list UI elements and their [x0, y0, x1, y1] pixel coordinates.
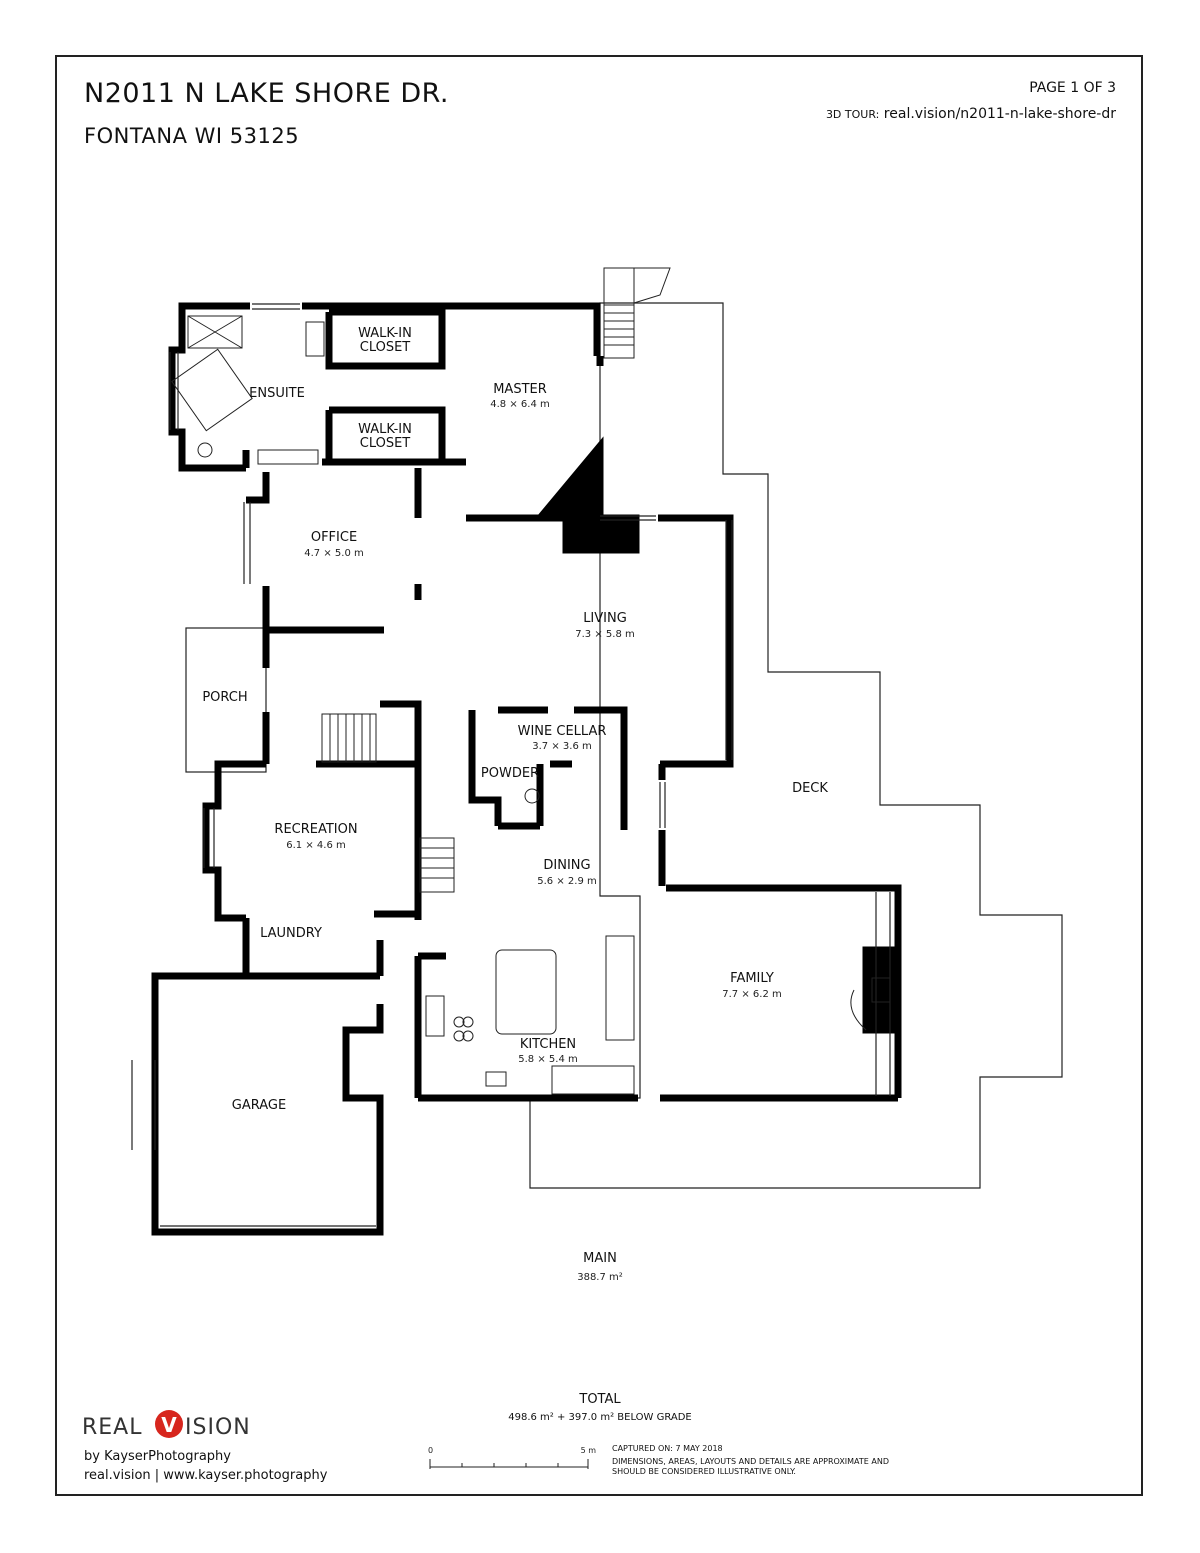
address-line-1: N2011 N LAKE SHORE DR. — [84, 78, 450, 109]
room-label-ensuite: ENSUITE — [249, 386, 305, 401]
scale-bar: 0 5 m — [428, 1446, 597, 1469]
tour-link[interactable]: 3D TOUR: real.vision/n2011-n-lake-shore-… — [826, 106, 1116, 122]
room-label-office: OFFICE — [311, 530, 357, 545]
page-number: PAGE 1 OF 3 — [1029, 80, 1116, 96]
logo-mark-circle — [155, 1410, 183, 1438]
walls — [151, 302, 902, 1236]
room-label-porch: PORCH — [202, 690, 247, 705]
tour-label: 3D TOUR: — [825, 108, 880, 121]
room-label-master: MASTER — [493, 382, 547, 397]
total-label: TOTAL — [579, 1392, 621, 1407]
realvision-logo: REAL V ISION — [82, 1410, 251, 1440]
room-dims-recreation: 6.1 × 4.6 m — [286, 840, 345, 851]
porch-outline — [185, 627, 267, 773]
room-label-recreation: RECREATION — [274, 822, 357, 837]
room-label-dining: DINING — [543, 858, 590, 873]
room-label-powder: POWDER — [481, 766, 539, 781]
room-label-kitchen: KITCHEN — [520, 1037, 576, 1052]
room-label-laundry: LAUNDRY — [260, 926, 322, 941]
disclaimer: DIMENSIONS, AREAS, LAYOUTS AND DETAILS A… — [612, 1457, 890, 1476]
room-label-family: FAMILY — [730, 971, 774, 986]
room-dims-family: 7.7 × 6.2 m — [722, 989, 781, 1000]
floor-name: MAIN — [583, 1251, 617, 1266]
scale-end: 5 m — [581, 1446, 597, 1455]
room-label-living: LIVING — [583, 611, 627, 626]
captured-date: CAPTURED ON: 7 MAY 2018 — [612, 1444, 723, 1453]
floor-area: 388.7 m² — [577, 1272, 623, 1283]
room-label-wine-cellar: WINE CELLAR — [518, 724, 607, 739]
credit-photographer: by KayserPhotography — [84, 1449, 231, 1464]
logo-mark: V — [161, 1413, 177, 1437]
room-dims-master: 4.8 × 6.4 m — [490, 399, 549, 410]
room-dims-wine-cellar: 3.7 × 3.6 m — [532, 741, 591, 752]
logo-text-right: ISION — [185, 1415, 251, 1440]
fixtures — [171, 315, 891, 1095]
room-label-garage: GARAGE — [232, 1098, 286, 1113]
room-dims-dining: 5.6 × 2.9 m — [537, 876, 596, 887]
logo-text-left: REAL — [82, 1415, 143, 1440]
room-dims-living: 7.3 × 5.8 m — [575, 629, 634, 640]
interior-stairs — [321, 713, 455, 893]
deck-outline — [529, 302, 1063, 1189]
scale-start: 0 — [428, 1446, 433, 1455]
page-border — [55, 55, 1143, 1496]
room-dims-kitchen: 5.8 × 5.4 m — [518, 1054, 577, 1065]
room-label-deck: DECK — [792, 781, 828, 796]
tour-url[interactable]: real.vision/n2011-n-lake-shore-dr — [883, 106, 1116, 122]
room-dims-office: 4.7 × 5.0 m — [304, 548, 363, 559]
total-value: 498.6 m² + 397.0 m² BELOW GRADE — [508, 1412, 692, 1423]
address-line-2: FONTANA WI 53125 — [84, 124, 300, 148]
credit-websites[interactable]: real.vision | www.kayser.photography — [84, 1468, 328, 1483]
exterior-stairs — [603, 267, 671, 359]
